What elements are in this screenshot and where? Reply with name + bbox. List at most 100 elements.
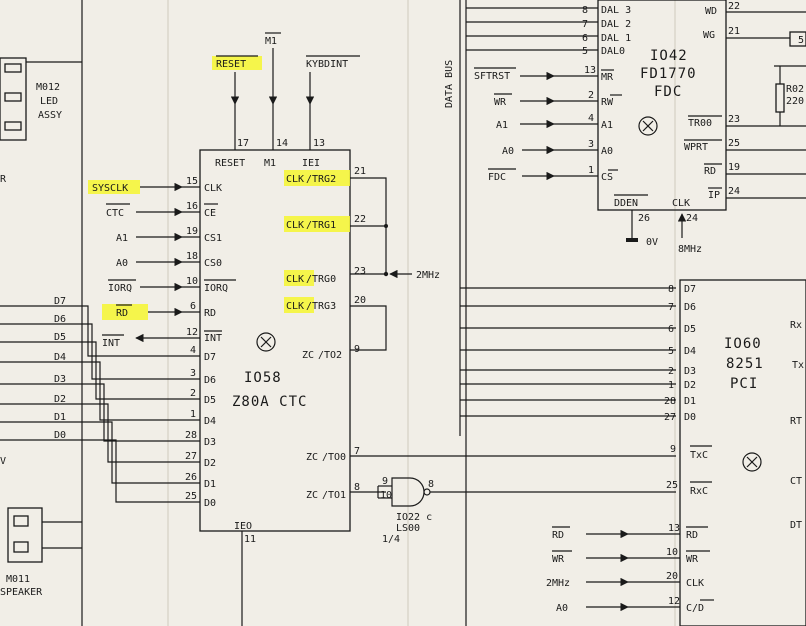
fdc-label-ip: IP [708,190,720,201]
kybdint-signal: KYBDINT [306,59,348,70]
pci-label-cd: C/D [686,603,704,614]
ctc-pin-7: 7 [354,446,360,457]
pci-pin-10: 10 [666,547,678,558]
ctc-sig-iorq: IORQ [108,283,132,294]
pci-ref: IO60 [724,336,762,352]
ctc-clock-in: 2MHz [416,270,440,281]
led-name-2: LED [40,96,58,107]
pci-pin-13: 13 [668,523,680,534]
ctc-pin-19: 19 [186,226,198,237]
ctc-label-trg1: /TRG1 [306,220,336,231]
ctc-label-d6: D6 [204,375,216,386]
bus-d5: D5 [54,332,66,343]
pci-label-d1: D1 [684,396,696,407]
ctc-label-m1: M1 [264,158,276,169]
pci-pin-12: 12 [668,596,680,607]
ctc-label-trg3: /TRG3 [306,301,336,312]
fdc-chip: 8 7 6 5 DAL 3 DAL 2 DAL 1 DAL0 SFTRST 13… [466,0,806,255]
fdc-pin-25: 25 [728,138,740,149]
bus-d3: D3 [54,374,66,385]
pci-pin-9: 9 [670,444,676,455]
gate-ref: IO22 c [396,512,432,523]
fdc-label-dal3: DAL 3 [601,5,631,16]
ctc-label-clk-1: CLK [286,220,304,231]
pci-pin-20: 20 [666,571,678,582]
fdc-label-dal2: DAL 2 [601,19,631,30]
pci-edge-dt: DT [790,520,802,531]
pci-pin-2: 2 [668,366,674,377]
ctc-label-to1: /TO1 [322,490,346,501]
resistor-value: 220 [786,96,804,107]
gate-fraction: 1/4 [382,534,400,545]
pci-label-rd: RD [686,530,698,541]
ctc-sig-rd: RD [116,308,128,319]
fdc-pin-7: 7 [582,19,588,30]
fdc-sig-sftrst: SFTRST [474,71,510,82]
fdc-label-mr: MR [601,72,614,83]
pci-chip: 8 7 6 5 2 1 28 27 D7 D6 D5 D4 D3 D2 D1 D… [546,279,806,626]
ctc-sig-sysclk: SYSCLK [92,183,128,194]
fdc-label-wg: WG [703,30,715,41]
m1-signal: M1 [265,36,277,47]
ctc-pin-10: 10 [186,276,198,287]
bus-d1: D1 [54,412,66,423]
ctc-label-zc-2: ZC [302,350,314,361]
fdc-clock-label: 8MHz [678,244,702,255]
pci-label-d4: D4 [684,346,696,357]
ctc-label-zc-1: ZC [306,490,318,501]
ctc-label-clk-0: CLK [286,274,304,285]
ctc-label-d3: D3 [204,437,216,448]
ctc-pin-14: 14 [276,138,288,149]
pci-part-1: 8251 [726,356,764,372]
pci-label-d7: D7 [684,284,696,295]
fdc-pin-23: 23 [728,114,740,125]
bus-d0: D0 [54,430,66,441]
ctc-ieo-pin: 11 [244,534,256,545]
fdc-label-wd: WD [705,6,717,17]
ctc-label-d1: D1 [204,479,216,490]
reset-signal: RESET [216,59,246,70]
gate-pin-8: 8 [428,479,434,490]
ctc-label-zc-0: ZC [306,452,318,463]
ctc-label-cs0: CS0 [204,258,222,269]
fdc-pin-4: 4 [588,113,594,124]
ctc-label-int: INT [204,333,222,344]
fdc-sig-fdc: FDC [488,172,506,183]
fdc-pin-3: 3 [588,139,594,150]
ctc-label-to2: /TO2 [318,350,342,361]
fdc-label-rw: RW [601,97,614,108]
ctc-pin-1: 1 [190,409,196,420]
pci-label-d6: D6 [684,302,696,313]
pci-edge-rx: Rx [790,320,802,331]
fdc-pin-clk: 24 [686,213,698,224]
pci-pin-1: 1 [668,380,674,391]
left-v-label: V [0,456,6,467]
pci-edge-tx: Tx [792,360,804,371]
ctc-label-iorq: IORQ [204,283,228,294]
fdc-pin-5: 5 [582,46,588,57]
fdc-pin-8: 8 [582,5,588,16]
fdc-sig-wr: WR [494,97,507,108]
ctc-pin-18: 18 [186,251,198,262]
ctc-label-cs1: CS1 [204,233,222,244]
fdc-label-a0: A0 [601,146,613,157]
gate-pin-10: 10 [380,490,392,501]
ctc-pin-13: 13 [313,138,325,149]
fdc-pin-21: 21 [728,26,740,37]
ctc-pin-23: 23 [354,266,366,277]
pci-label-d5: D5 [684,324,696,335]
ctc-ref: IO58 [244,370,282,386]
ctc-label-rd: RD [204,308,216,319]
ctc-label-reset: RESET [215,158,245,169]
pci-label-d0: D0 [684,412,696,423]
ctc-pin-25: 25 [185,491,197,502]
pci-sig-wr: WR [552,554,565,565]
fdc-ref: IO42 [650,48,688,64]
pci-label-d2: D2 [684,380,696,391]
resistor-ref: R02 [786,84,804,95]
fdc-pin-24: 24 [728,186,740,197]
pci-label-rxc: RxC [690,486,708,497]
fdc-label-cs: CS [601,172,613,183]
ctc-chip: RESET M1 KYBDINT 17 14 13 RESET M1 IEI S… [0,32,366,626]
